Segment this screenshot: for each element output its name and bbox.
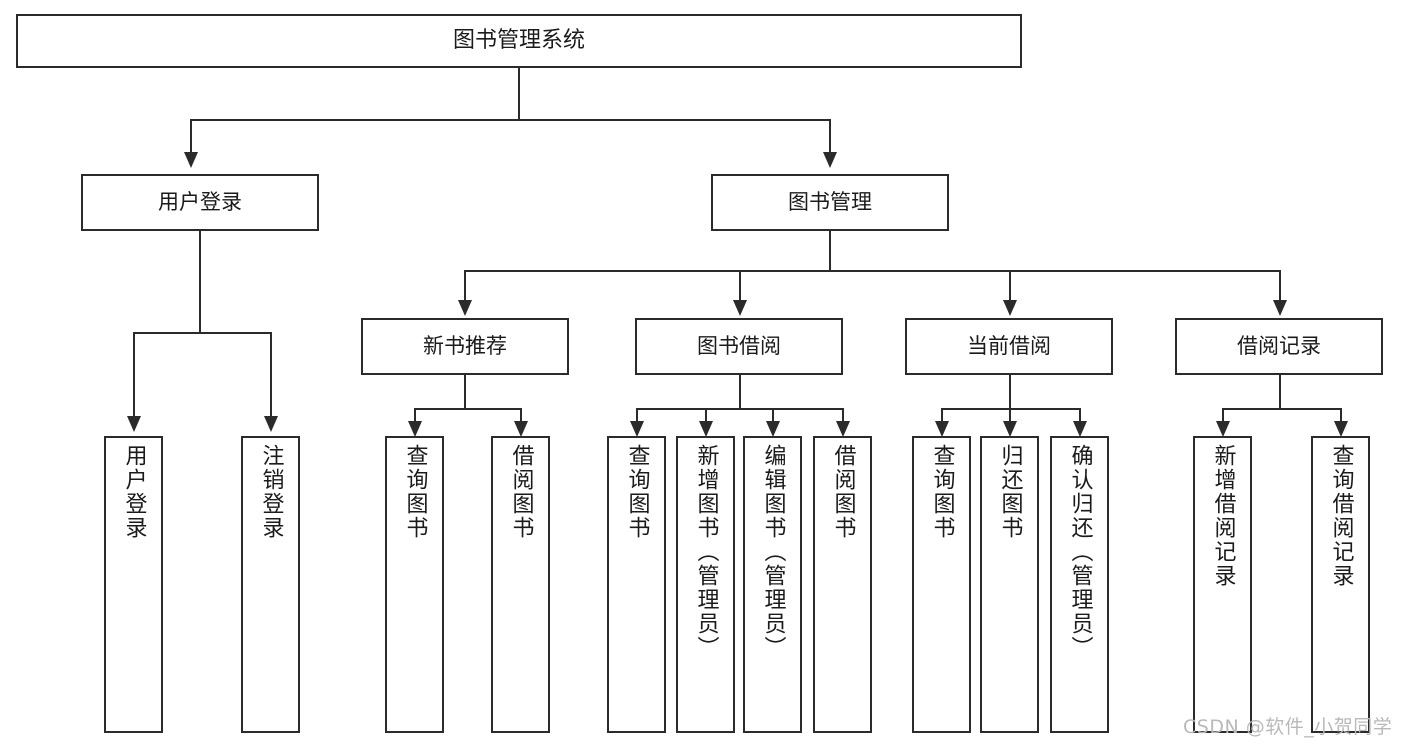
connector-stem-new-book	[464, 375, 466, 409]
connector-bus-book-management	[464, 270, 1281, 272]
leaf-user-login-logout[interactable]: 注销登录	[241, 436, 300, 733]
node-new-book-recommend[interactable]: 新书推荐	[361, 318, 569, 375]
connector-drop-book-borrow-3	[772, 408, 774, 428]
arrow-head-book-borrow-1	[630, 421, 644, 437]
node-book-borrow[interactable]: 图书借阅	[635, 318, 843, 375]
node-label: 图书借阅	[697, 334, 781, 359]
arrow-head-user-login-2	[264, 416, 278, 432]
connector-stem-borrow-record	[1279, 375, 1281, 409]
arrow-head-current-borrow	[1003, 300, 1017, 316]
connector-drop-book-borrow-2	[705, 408, 707, 428]
leaf-current-borrow-confirm-return-admin[interactable]: 确认归还（管理员）	[1050, 436, 1109, 733]
node-label: 查询图书	[929, 444, 955, 540]
node-user-login[interactable]: 用户登录	[81, 174, 319, 231]
connector-drop-book-borrow-4	[842, 408, 844, 428]
node-label: 归还图书	[997, 444, 1023, 540]
node-label: 查询图书	[624, 444, 650, 540]
node-label: 新增图书（管理员）	[693, 444, 719, 660]
node-borrow-record[interactable]: 借阅记录	[1175, 318, 1383, 375]
node-label: 注销登录	[258, 444, 284, 540]
arrow-head-book-borrow-2	[699, 421, 713, 437]
connector-drop-current-borrow	[1009, 270, 1011, 304]
connector-drop-user-login	[190, 119, 192, 157]
connector-drop-new-book-2	[520, 408, 522, 428]
connector-drop-current-borrow-2	[1009, 408, 1011, 428]
arrow-head-current-borrow-3	[1073, 421, 1087, 437]
connector-drop-book-borrow-1	[636, 408, 638, 428]
leaf-new-book-query-book[interactable]: 查询图书	[385, 436, 444, 733]
arrow-head-book-borrow-4	[836, 421, 850, 437]
connector-drop-new-book-1	[414, 408, 416, 428]
node-label: 新增借阅记录	[1210, 444, 1236, 588]
node-label: 用户登录	[158, 190, 242, 215]
arrow-head-borrow-record-2	[1334, 421, 1348, 437]
arrow-head-new-book-1	[408, 421, 422, 437]
node-label: 用户登录	[121, 444, 147, 540]
leaf-current-borrow-return-book[interactable]: 归还图书	[980, 436, 1039, 733]
node-label: 编辑图书（管理员）	[760, 444, 786, 660]
node-label: 确认归还（管理员）	[1067, 444, 1093, 660]
arrow-head-book-borrow-3	[766, 421, 780, 437]
node-label: 图书管理系统	[452, 28, 585, 54]
node-label: 借阅图书	[508, 444, 534, 540]
leaf-user-login-login[interactable]: 用户登录	[104, 436, 163, 733]
connector-bus-borrow-record	[1222, 408, 1340, 410]
arrow-head-new-book	[458, 300, 472, 316]
node-label: 查询图书	[402, 444, 428, 540]
arrow-head-book-management	[823, 152, 837, 168]
leaf-current-borrow-query-book[interactable]: 查询图书	[912, 436, 971, 733]
node-label: 当前借阅	[967, 334, 1051, 359]
connector-stem-user-login	[199, 231, 201, 333]
node-label: 查询借阅记录	[1328, 444, 1354, 588]
arrow-head-current-borrow-2	[1003, 421, 1017, 437]
connector-bus-user-login	[133, 332, 272, 334]
connector-bus-current-borrow	[941, 408, 1081, 410]
arrow-head-new-book-2	[514, 421, 528, 437]
connector-bus-new-book	[414, 408, 522, 410]
connector-drop-book-borrow	[739, 270, 741, 304]
node-root-book-management-system[interactable]: 图书管理系统	[16, 14, 1022, 68]
node-current-borrow[interactable]: 当前借阅	[905, 318, 1113, 375]
connector-drop-user-login-2	[270, 332, 272, 420]
connector-drop-borrow-record-2	[1340, 408, 1342, 428]
node-label: 借阅图书	[830, 444, 856, 540]
node-label: 图书管理	[788, 190, 872, 215]
leaf-book-borrow-edit-book-admin[interactable]: 编辑图书（管理员）	[743, 436, 802, 733]
leaf-book-borrow-query-book[interactable]: 查询图书	[607, 436, 666, 733]
connector-root-bus	[190, 119, 830, 121]
node-label: 借阅记录	[1237, 334, 1321, 359]
connector-stem-current-borrow	[1009, 375, 1011, 409]
node-label: 新书推荐	[423, 334, 507, 359]
connector-drop-new-book	[464, 270, 466, 304]
arrow-head-book-borrow	[733, 300, 747, 316]
connector-stem-book-borrow	[739, 375, 741, 409]
node-book-management[interactable]: 图书管理	[711, 174, 949, 231]
arrow-head-borrow-record	[1273, 300, 1287, 316]
leaf-borrow-record-query-record[interactable]: 查询借阅记录	[1311, 436, 1370, 733]
connector-drop-book-management	[829, 119, 831, 157]
arrow-head-current-borrow-1	[935, 421, 949, 437]
arrow-head-borrow-record-1	[1216, 421, 1230, 437]
connector-drop-current-borrow-3	[1079, 408, 1081, 428]
connector-drop-borrow-record-1	[1222, 408, 1224, 428]
connector-root-stem	[518, 68, 520, 120]
connector-bus-book-borrow	[636, 408, 844, 410]
arrow-head-user-login	[184, 152, 198, 168]
leaf-new-book-borrow-book[interactable]: 借阅图书	[491, 436, 550, 733]
connector-stem-book-management	[829, 231, 831, 271]
connector-drop-current-borrow-1	[941, 408, 943, 428]
leaf-borrow-record-add-record[interactable]: 新增借阅记录	[1193, 436, 1252, 733]
leaf-book-borrow-add-book-admin[interactable]: 新增图书（管理员）	[676, 436, 735, 733]
arrow-head-user-login-1	[127, 416, 141, 432]
connector-drop-borrow-record	[1279, 270, 1281, 304]
leaf-book-borrow-borrow-book[interactable]: 借阅图书	[813, 436, 872, 733]
connector-drop-user-login-1	[133, 332, 135, 420]
